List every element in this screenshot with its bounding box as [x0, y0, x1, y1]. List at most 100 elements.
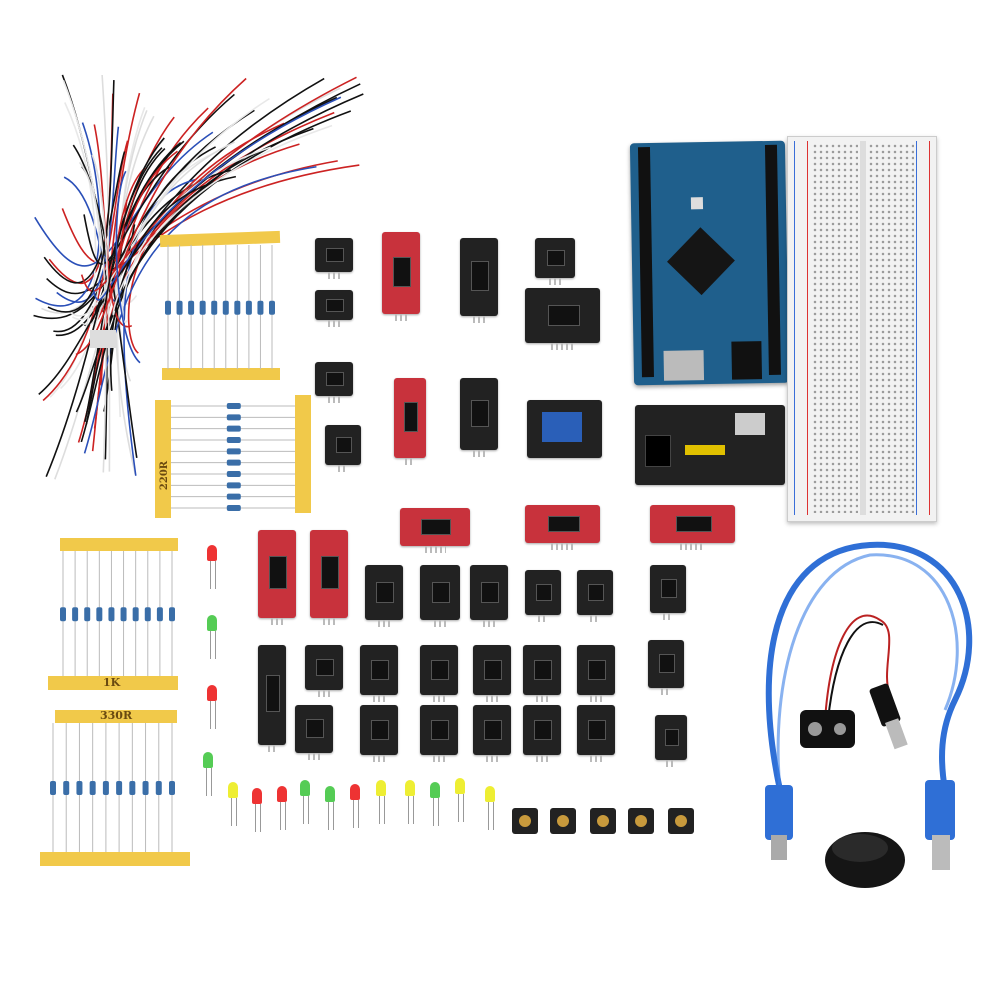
resistor — [200, 245, 206, 369]
resistor — [246, 245, 252, 369]
sensor-module — [295, 705, 333, 753]
led — [485, 786, 495, 802]
resistor — [108, 551, 114, 676]
resistor — [90, 723, 96, 852]
resistor — [60, 551, 66, 676]
resistor — [171, 448, 295, 454]
sensor-module — [473, 705, 511, 755]
resistor — [157, 551, 163, 676]
resistor — [257, 245, 263, 369]
sensor-module — [394, 378, 426, 458]
sensor-module — [648, 640, 684, 688]
sensor-module — [258, 645, 286, 745]
resistor — [165, 245, 171, 369]
sensor-module — [650, 505, 735, 543]
push-button — [668, 808, 694, 834]
resistor — [234, 245, 240, 369]
sensor-module — [315, 362, 353, 396]
sensor-module — [420, 705, 458, 755]
led — [207, 685, 217, 701]
wire-bundle-tie — [90, 330, 116, 348]
led — [405, 780, 415, 796]
resistor — [63, 723, 69, 852]
led — [376, 780, 386, 796]
sensor-module — [470, 565, 508, 620]
led — [300, 780, 310, 796]
resistor — [171, 505, 295, 511]
resistor — [96, 551, 102, 676]
arduino-mega-board — [630, 141, 789, 386]
sensor-module — [310, 530, 348, 618]
resistor — [177, 245, 183, 369]
resistor — [188, 245, 194, 369]
sensor-module — [577, 645, 615, 695]
resistor — [171, 437, 295, 443]
push-button — [512, 808, 538, 834]
sensor-module — [305, 645, 343, 690]
resistor — [171, 414, 295, 420]
resistor — [76, 723, 82, 852]
sensor-module — [525, 570, 561, 615]
sensor-module — [420, 565, 460, 620]
resistor — [121, 551, 127, 676]
sensor-module — [360, 705, 398, 755]
resistor — [171, 403, 295, 409]
sensor-module — [525, 288, 600, 343]
power-supply-module — [635, 405, 785, 485]
sensor-module — [360, 645, 398, 695]
sensor-module — [535, 238, 575, 278]
resistor — [156, 723, 162, 852]
led — [277, 786, 287, 802]
resistor — [171, 426, 295, 432]
led — [350, 784, 360, 800]
breadboard — [787, 136, 937, 522]
resistor — [84, 551, 90, 676]
sensor-module — [382, 232, 420, 314]
led — [207, 615, 217, 631]
resistor — [171, 494, 295, 500]
push-button — [550, 808, 576, 834]
sensor-module — [400, 508, 470, 546]
led — [430, 782, 440, 798]
relay-module — [527, 400, 602, 458]
sensor-module — [325, 425, 361, 465]
resistor — [269, 245, 275, 369]
sensor-module — [523, 705, 561, 755]
sensor-module — [365, 565, 403, 620]
sensor-module — [315, 238, 353, 272]
resistor — [223, 245, 229, 369]
sensor-module — [420, 645, 458, 695]
resistor — [50, 723, 56, 852]
sensor-module — [655, 715, 687, 760]
resistor — [145, 551, 151, 676]
sensor-module — [460, 238, 498, 316]
resistor — [103, 723, 109, 852]
sensor-module — [577, 570, 613, 615]
resistor — [169, 551, 175, 676]
push-button — [628, 808, 654, 834]
resistor — [72, 551, 78, 676]
resistor — [211, 245, 217, 369]
led — [455, 778, 465, 794]
resistor — [116, 723, 122, 852]
resistor — [133, 551, 139, 676]
led — [228, 782, 238, 798]
led — [252, 788, 262, 804]
resistor — [171, 482, 295, 488]
sensor-module — [577, 705, 615, 755]
led — [207, 545, 217, 561]
led — [325, 786, 335, 802]
sensor-module — [650, 565, 686, 613]
push-button — [590, 808, 616, 834]
sensor-module — [473, 645, 511, 695]
sensor-module — [523, 645, 561, 695]
resistor — [143, 723, 149, 852]
sensor-module — [460, 378, 498, 450]
sensor-module — [258, 530, 296, 618]
resistor — [169, 723, 175, 852]
usb-cable — [740, 530, 1000, 890]
resistor — [171, 471, 295, 477]
resistor — [129, 723, 135, 852]
sensor-module — [315, 290, 353, 320]
